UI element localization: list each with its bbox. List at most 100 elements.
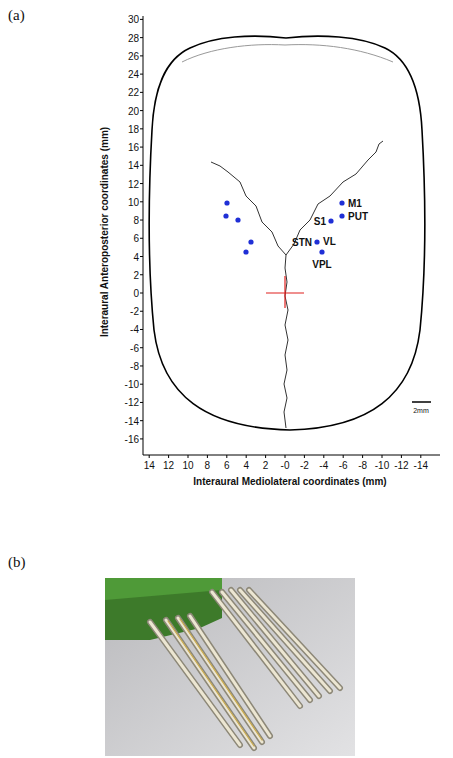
tick-label: 10 [182, 460, 193, 471]
tick-label: -4 [130, 324, 139, 335]
axis-title: Interaural Anteroposterior coordinates (… [99, 127, 110, 337]
region-label: VPL [312, 259, 331, 270]
tick-label: 6 [224, 460, 230, 471]
cortex-edge [182, 45, 393, 62]
origin-cross [266, 276, 304, 308]
tick [140, 201, 143, 202]
tick-label: 30 [128, 14, 139, 25]
tick [140, 92, 143, 93]
tick-label: -2 [300, 460, 309, 471]
tick-label: 0 [133, 288, 139, 299]
tick-label: -8 [130, 360, 139, 371]
region-label: STN [292, 237, 312, 248]
tick [140, 147, 143, 148]
tick-label: 2 [133, 269, 139, 280]
tick-label: 14 [128, 160, 139, 171]
tick-label: 18 [128, 123, 139, 134]
tick [382, 455, 383, 458]
tick [140, 19, 143, 20]
tick [140, 110, 143, 111]
tick [140, 238, 143, 239]
tick [140, 420, 143, 421]
tick [140, 274, 143, 275]
tick [140, 329, 143, 330]
tick-label: -14 [125, 415, 139, 426]
tick [140, 55, 143, 56]
tick-label: 10 [128, 196, 139, 207]
tick-label: -14 [414, 460, 428, 471]
tick [420, 455, 421, 458]
tick [140, 220, 143, 221]
tick-label: -10 [375, 460, 389, 471]
axes [143, 16, 440, 455]
scale-label: 2mm [413, 407, 429, 415]
tick-label: -2 [130, 306, 139, 317]
region-label: S1 [314, 216, 326, 227]
tick [323, 455, 324, 458]
tick [140, 293, 143, 294]
target-dots [223, 200, 344, 254]
tick-label: 12 [128, 178, 139, 189]
tick [140, 128, 143, 129]
tick [207, 455, 208, 458]
tick-label: -6 [130, 342, 139, 353]
tick [140, 256, 143, 257]
tick-label: -12 [394, 460, 408, 471]
tick [140, 37, 143, 38]
tick [265, 455, 266, 458]
tick [140, 311, 143, 312]
tick-label: -8 [358, 460, 367, 471]
brain-outline [149, 36, 425, 430]
tick-label: 2 [263, 460, 269, 471]
region-label: PUT [348, 211, 368, 222]
tick-label: 8 [133, 215, 139, 226]
tick-label: -4 [319, 460, 328, 471]
tick [226, 455, 227, 458]
electrode-photo [105, 578, 355, 756]
tick [188, 455, 189, 458]
tick-label: -12 [125, 397, 139, 408]
tick [343, 455, 344, 458]
tick [140, 402, 143, 403]
fissure [211, 141, 383, 428]
tick-label: 22 [128, 87, 139, 98]
tick [362, 455, 363, 458]
tick-label: 24 [128, 69, 139, 80]
tick-label: 4 [133, 251, 139, 262]
tick-label: -0 [281, 460, 290, 471]
tick [140, 183, 143, 184]
tick-label: -10 [125, 379, 139, 390]
tick-label: 26 [128, 50, 139, 61]
region-label: VL [323, 236, 336, 247]
tick [140, 74, 143, 75]
tick [140, 365, 143, 366]
tick [140, 384, 143, 385]
tick [168, 455, 169, 458]
tick-label: 12 [163, 460, 174, 471]
tick [285, 455, 286, 458]
tick [140, 165, 143, 166]
tick [401, 455, 402, 458]
tick [140, 438, 143, 439]
tick [140, 347, 143, 348]
panel-label: (b) [8, 554, 26, 571]
tick-label: 20 [128, 105, 139, 116]
tick-marks [140, 19, 421, 458]
tick-label: -16 [125, 433, 139, 444]
tick-label: 28 [128, 32, 139, 43]
axis-title: Interaural Mediolateral coordinates (mm) [193, 476, 386, 487]
tick [246, 455, 247, 458]
tick-label: 6 [133, 233, 139, 244]
panel-label: (a) [8, 7, 25, 24]
scale-bar [412, 401, 431, 403]
tick-label: 14 [144, 460, 155, 471]
tick [304, 455, 305, 458]
tick-label: 8 [205, 460, 211, 471]
tick [149, 455, 150, 458]
tick-label: 4 [243, 460, 249, 471]
tick-label: 16 [128, 142, 139, 153]
tick-label: -6 [339, 460, 348, 471]
region-label: M1 [348, 198, 362, 209]
